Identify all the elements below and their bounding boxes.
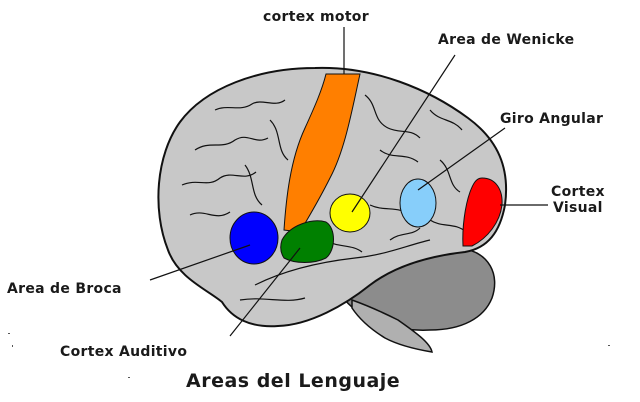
scan-specks bbox=[8, 333, 610, 378]
wernicke-label: Area de Wenicke bbox=[438, 32, 575, 48]
visual-cortex-label: Cortex Visual bbox=[551, 184, 605, 216]
visual-cortex-region bbox=[462, 177, 503, 247]
broca-label: Area de Broca bbox=[7, 281, 122, 297]
motor-cortex-label: cortex motor bbox=[263, 9, 369, 25]
wernicke-area-region bbox=[329, 193, 371, 233]
gyri-lines bbox=[181, 94, 467, 301]
angular-gyrus-label: Giro Angular bbox=[500, 111, 604, 127]
visual-cortex-label-line2: Visual bbox=[553, 200, 603, 216]
broca-area-region bbox=[229, 211, 279, 265]
auditory-cortex-label: Cortex Auditivo bbox=[60, 344, 188, 360]
brain-stem bbox=[351, 298, 433, 353]
angular-gyrus-region bbox=[399, 178, 437, 228]
leader-lines bbox=[149, 27, 548, 337]
visual-cortex-label-line1: Cortex bbox=[551, 184, 605, 200]
diagram-title: Areas del Lenguaje bbox=[186, 370, 401, 392]
auditory-cortex-region bbox=[280, 220, 334, 263]
